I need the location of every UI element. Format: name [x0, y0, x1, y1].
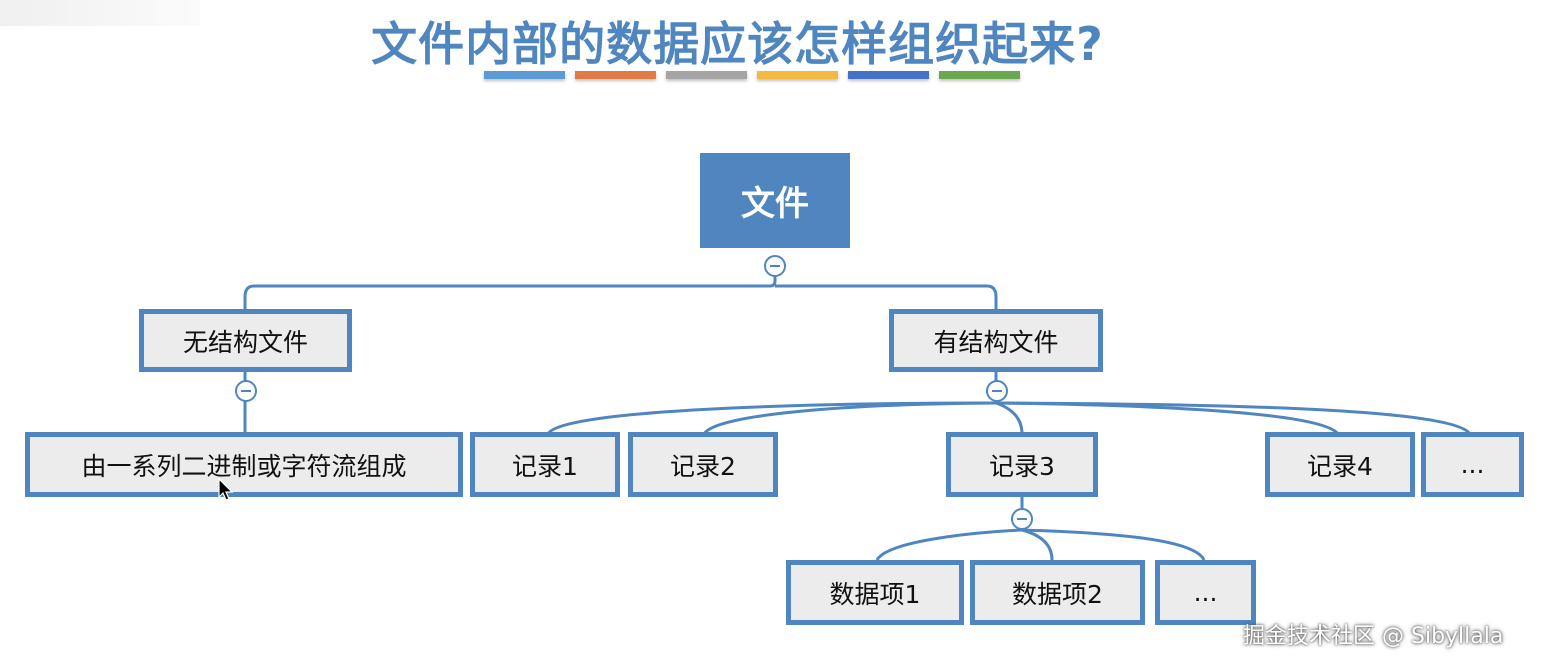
- node-data-item-more[interactable]: ...: [1155, 560, 1256, 625]
- rule-bar-gray: [666, 71, 747, 79]
- connector-item2: [1021, 528, 1054, 561]
- node-label: 有结构文件: [933, 327, 1059, 357]
- collapse-minus-icon[interactable]: [986, 380, 1008, 402]
- node-label: 由一系列二进制或字符流组成: [81, 451, 407, 481]
- node-record-4[interactable]: 记录4: [1265, 432, 1415, 497]
- collapse-minus-icon[interactable]: [235, 380, 257, 402]
- rule-bar-orange: [575, 71, 656, 79]
- node-label: 记录3: [989, 451, 1055, 481]
- node-label: 无结构文件: [182, 327, 308, 357]
- root-label: 文件: [741, 184, 809, 224]
- node-label: 记录1: [512, 451, 578, 481]
- connector-root-structured: [775, 284, 998, 309]
- rule-bar-dark-blue: [848, 71, 929, 79]
- connector-record3: [995, 401, 1024, 435]
- connector-root-unstructured: [243, 262, 777, 309]
- rule-bar-green: [939, 71, 1020, 79]
- node-label: 记录4: [1307, 451, 1373, 481]
- mouse-pointer-icon: [218, 478, 234, 501]
- source-logo: [0, 0, 200, 26]
- connector-record1: [546, 401, 997, 435]
- rule-bar-blue: [484, 71, 565, 79]
- watermark: 掘金技术社区 @ Sibyllala: [1243, 624, 1504, 649]
- rule-bar-yellow: [757, 71, 838, 79]
- connector-record2: [702, 401, 997, 435]
- node-record-more[interactable]: ...: [1421, 432, 1524, 497]
- node-label: 记录2: [670, 451, 736, 481]
- node-record-1[interactable]: 记录1: [470, 432, 620, 497]
- node-structured-file[interactable]: 有结构文件: [889, 309, 1103, 372]
- collapse-minus-icon[interactable]: [764, 255, 786, 277]
- node-data-item-2[interactable]: 数据项2: [970, 560, 1145, 625]
- node-record-2[interactable]: 记录2: [628, 432, 778, 497]
- collapse-minus-icon[interactable]: [1011, 508, 1033, 530]
- connector-item-more: [1021, 528, 1206, 561]
- connector-item1: [875, 528, 1023, 561]
- page-title: 文件内部的数据应该怎样组织起来?: [371, 17, 1104, 71]
- node-record-3[interactable]: 记录3: [946, 432, 1098, 497]
- connector-record-more: [995, 401, 1472, 435]
- node-label: ...: [1460, 450, 1485, 479]
- root-node[interactable]: 文件: [700, 153, 850, 248]
- node-label: ...: [1193, 578, 1218, 607]
- node-label: 数据项2: [1012, 579, 1103, 609]
- node-unstructured-description[interactable]: 由一系列二进制或字符流组成: [25, 432, 463, 497]
- node-data-item-1[interactable]: 数据项1: [786, 560, 964, 625]
- node-label: 数据项1: [829, 579, 921, 609]
- node-unstructured-file[interactable]: 无结构文件: [139, 309, 352, 372]
